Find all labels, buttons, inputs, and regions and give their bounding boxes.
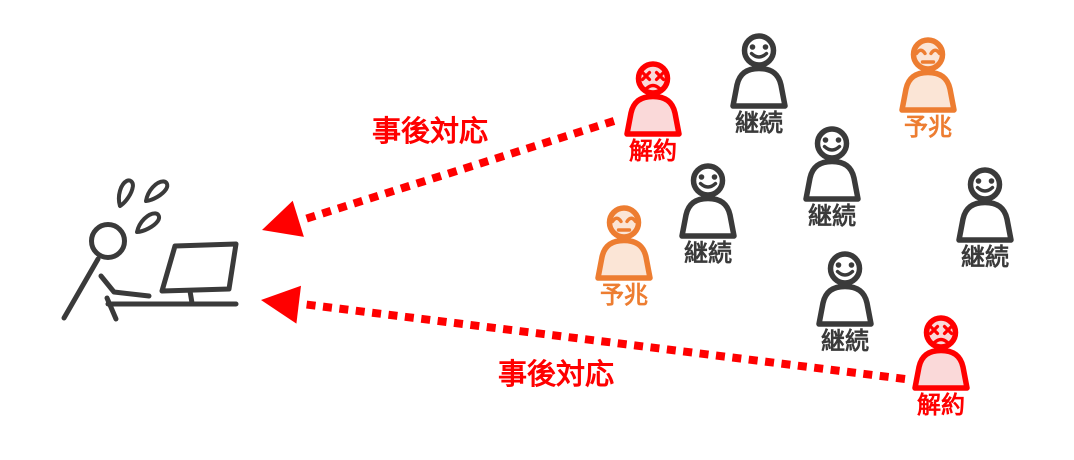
worried-person-icon xyxy=(598,208,650,278)
customer-status-label: 継続 xyxy=(808,202,856,230)
angry-person-icon xyxy=(915,318,967,388)
operator-back xyxy=(61,256,101,321)
smiling-person-icon xyxy=(959,170,1011,240)
operator-leg xyxy=(104,295,119,322)
dotted-line xyxy=(300,117,616,224)
operator-head xyxy=(89,222,127,260)
arrowhead-icon xyxy=(262,200,304,237)
smiling-person-icon xyxy=(682,166,734,236)
customer-status-label: 予兆 xyxy=(904,114,952,141)
worried-person-icon xyxy=(902,40,954,110)
smiling-person-icon xyxy=(806,129,858,199)
customer-status-label: 解約 xyxy=(629,137,677,165)
smiling-person-icon xyxy=(819,254,871,324)
customer-status-label: 継続 xyxy=(684,239,732,267)
customer-status-label: 継続 xyxy=(735,109,783,137)
monitor-icon xyxy=(159,241,239,294)
dotted-line xyxy=(301,300,906,383)
stressed-operator-at-computer-icon xyxy=(61,178,239,322)
customer-status-label: 継続 xyxy=(961,243,1009,271)
customer-churn-risk-2: 予兆 xyxy=(598,208,650,309)
arrowhead-icon xyxy=(261,285,301,324)
top-arrow-label: 事後対応 xyxy=(372,115,488,148)
customer-status-label: 予兆 xyxy=(600,282,648,309)
smiling-person-icon xyxy=(733,36,785,106)
customer-retained-4: 継続 xyxy=(959,170,1011,271)
monitor-stand xyxy=(187,288,195,306)
sweat-drop-icon xyxy=(116,178,135,208)
customer-churned-bottom: 解約 xyxy=(915,318,967,419)
customer-churn-risk-1: 予兆 xyxy=(902,40,954,141)
operator-arm xyxy=(98,273,152,299)
top-response-arrow: 事後対応 xyxy=(262,115,616,237)
customer-retained-3: 継続 xyxy=(682,166,734,267)
customer-status-label: 解約 xyxy=(917,391,965,419)
customer-retained-5: 継続 xyxy=(819,254,871,355)
customer-retained-2: 継続 xyxy=(806,129,858,230)
sweat-drop-icon xyxy=(135,211,162,234)
sweat-drop-icon xyxy=(144,179,170,203)
customer-status-label: 継続 xyxy=(821,327,869,355)
bottom-response-arrow: 事後対応 xyxy=(261,285,906,391)
customer-churned-top: 解約 xyxy=(627,64,679,165)
bottom-arrow-label: 事後対応 xyxy=(498,358,614,391)
customer-retained-1: 継続 xyxy=(733,36,785,137)
angry-person-icon xyxy=(627,64,679,134)
